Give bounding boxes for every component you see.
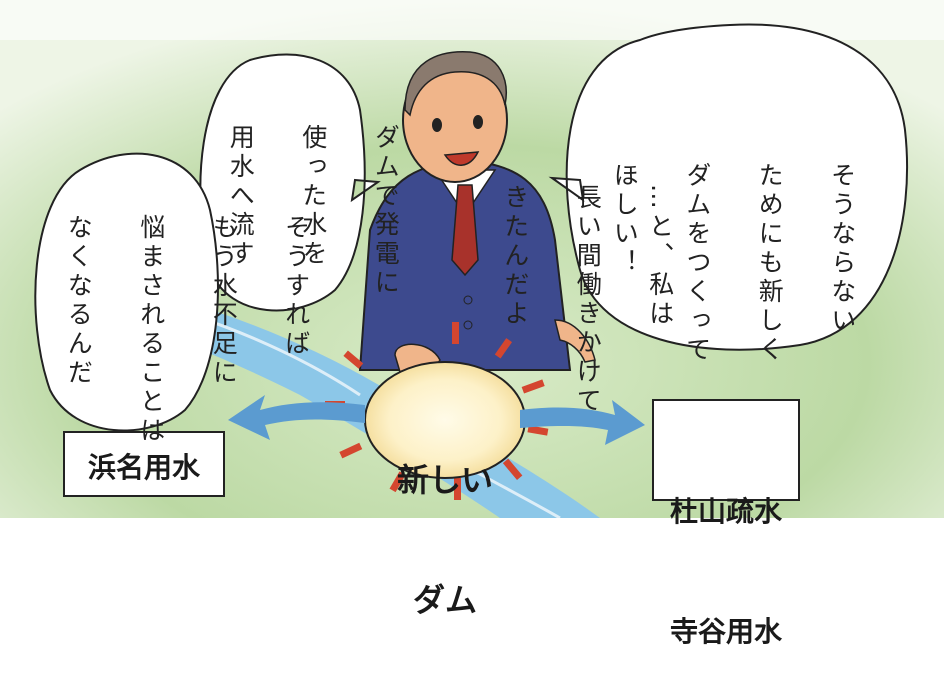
tera-label: 杜山疏水 寺谷用水 [653, 412, 799, 692]
right-arrow [520, 400, 645, 445]
middle-line-1: ダムで発電に [371, 123, 401, 298]
right-line-4: ほしい！ [610, 161, 640, 278]
middle-line-2: 使った水を [298, 123, 328, 269]
right2-line-1: …と、私は [645, 183, 675, 329]
right2-line-2: 長い間働きかけて [573, 183, 603, 416]
glow-rays [325, 322, 549, 500]
dam-label-line-1: 新しい [396, 461, 493, 499]
pointing-hand [554, 319, 596, 363]
tera-label-line-1: 杜山疏水 [669, 495, 782, 528]
middle-line-3: 用水へ流す [226, 123, 256, 269]
hamana-box [63, 431, 225, 497]
right-bubble [548, 23, 908, 351]
left-line-2: もう水不足に [209, 213, 239, 388]
right-line-1: そうならない [827, 161, 857, 336]
dam-label-line-2: ダム [412, 581, 477, 619]
left-line-1: そうすれば [281, 213, 311, 359]
tera-label-line-2: 寺谷用水 [669, 615, 782, 648]
manga-panel [0, 0, 944, 518]
middle-bubble [199, 53, 381, 312]
hair [404, 51, 507, 117]
dam-label: 新しい ダム [385, 380, 505, 660]
left-arrow [228, 395, 365, 440]
right-bubble-text-2: …と、私は 長い間働きかけて きたんだよ [497, 160, 715, 416]
left-bubble-text: そうすれば もう水不足に 悩まされることは なくなるんだ [60, 190, 350, 446]
necktie [451, 184, 479, 277]
left-bubble [34, 152, 219, 432]
tera-box [652, 399, 800, 501]
middle-bubble-text: ダムで発電に 使った水を 用水へ流す [222, 100, 440, 300]
hamana-label: 浜名用水 [87, 451, 200, 484]
man-figure [358, 51, 596, 376]
right2-line-3: きたんだよ [500, 183, 530, 329]
right-line-2: ためにも新しく [755, 161, 785, 365]
left-line-3: 悩まされることは [136, 213, 166, 446]
right-line-3: ダムをつくって [682, 161, 712, 365]
left-line-4: なくなるんだ [64, 213, 94, 388]
right-bubble-text: そうならない ためにも新しく ダムをつくって ほしい！ [606, 138, 896, 365]
